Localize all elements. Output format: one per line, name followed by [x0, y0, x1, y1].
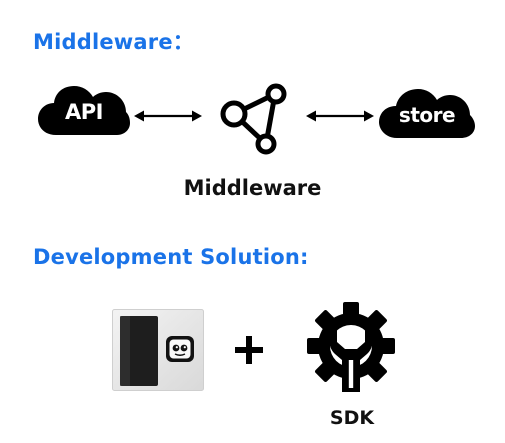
bidirectional-arrow-left [134, 108, 202, 128]
gear-wrench-icon [305, 302, 397, 400]
api-label: API [65, 100, 103, 124]
store-cloud: store [379, 83, 475, 139]
development-solution-heading: Development Solution: [33, 245, 309, 269]
share-nodes-icon [218, 83, 294, 159]
middleware-section-heading: Middleware： [33, 30, 194, 54]
middleware-caption: Middleware [183, 176, 322, 200]
api-cloud: API [38, 80, 130, 136]
cloud-icon [379, 89, 475, 138]
store-label: store [398, 103, 456, 127]
robot-tablet-icon [112, 309, 204, 395]
bidirectional-arrow-right [306, 108, 374, 128]
plus-operator [234, 335, 264, 369]
cloud-icon [38, 86, 130, 135]
sdk-label: SDK [329, 407, 375, 429]
